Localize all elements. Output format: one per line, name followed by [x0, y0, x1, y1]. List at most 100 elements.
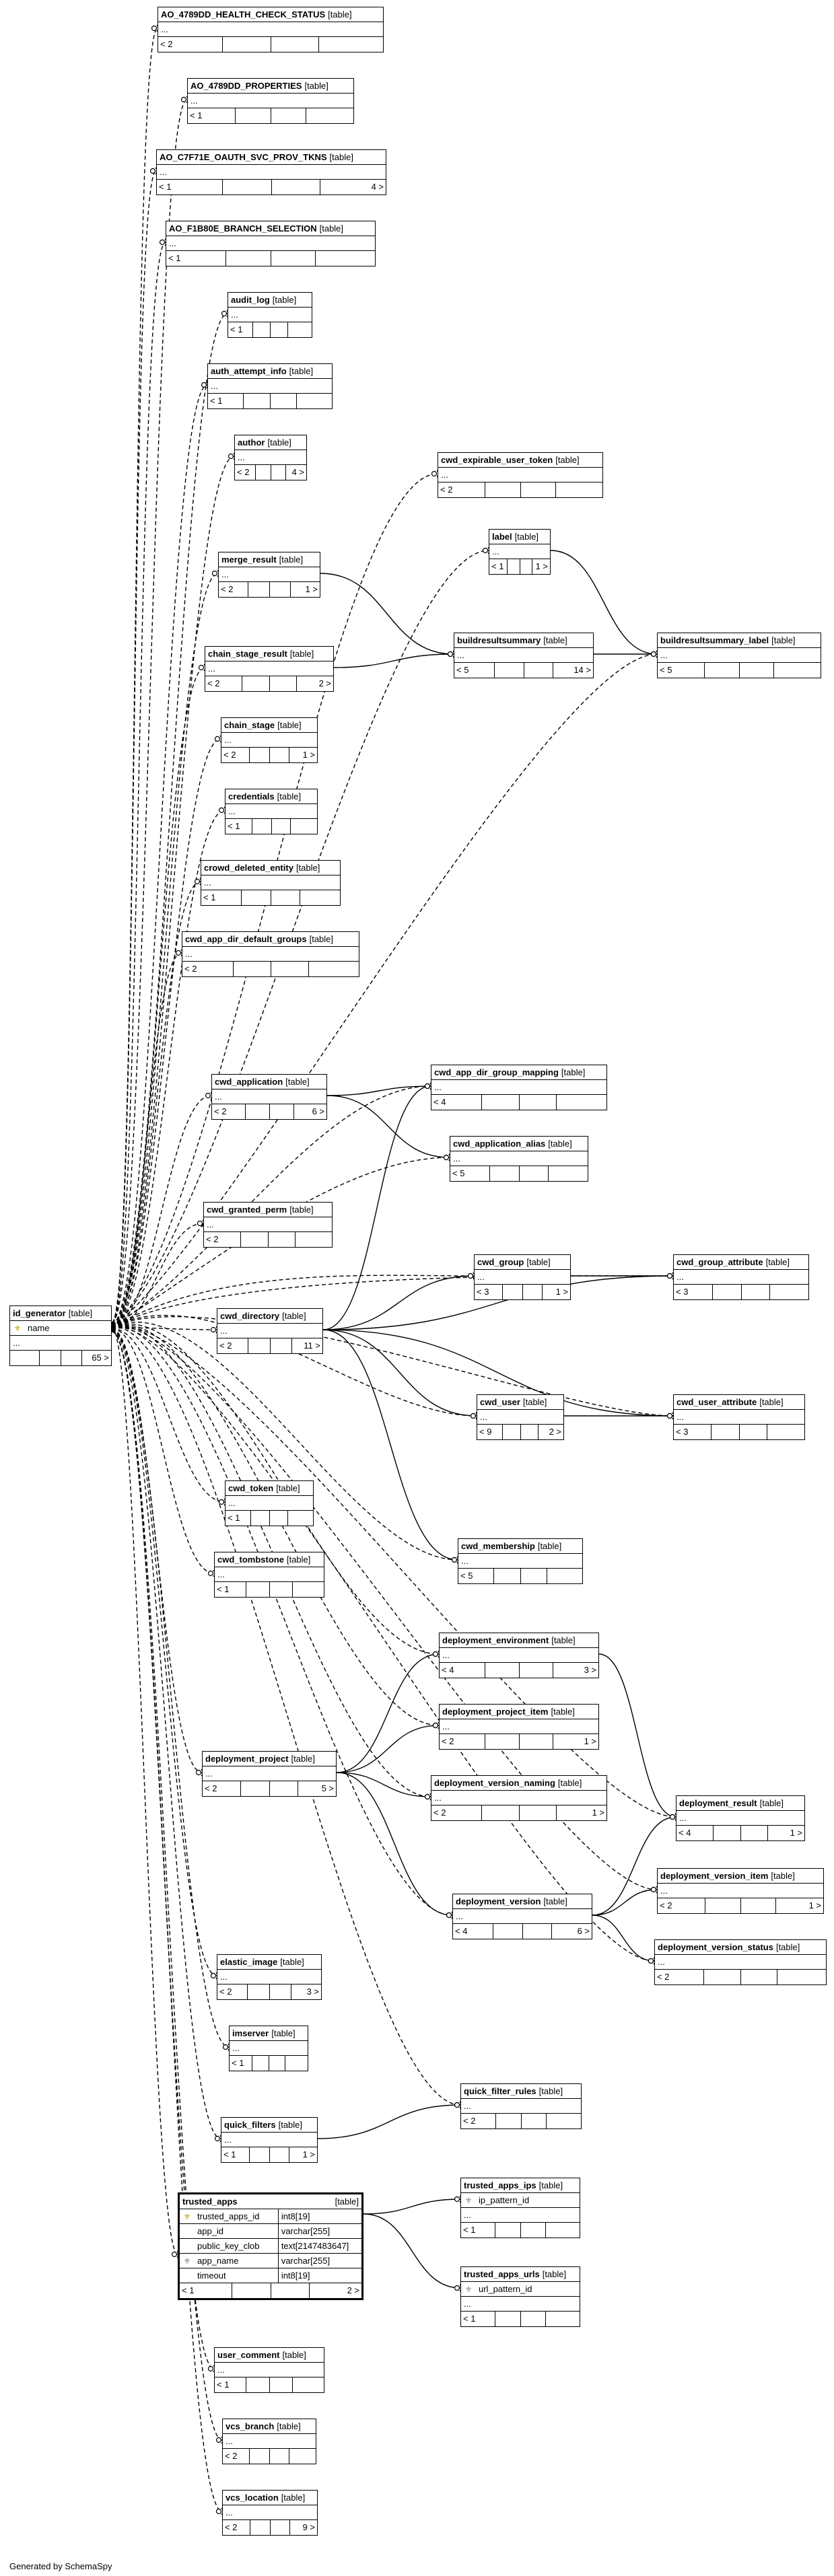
relationship-edge	[111, 1328, 203, 1773]
crowfoot-marker	[443, 1154, 450, 1161]
column-row[interactable]: public_key_clob text[2147483647]	[180, 2239, 361, 2254]
table-cwd-app-alias[interactable]: cwd_application_alias[table]...< 5	[450, 1136, 588, 1182]
table-footer: < 2	[461, 2114, 581, 2128]
ellipsis: ...	[161, 24, 168, 34]
crowfoot-marker	[221, 310, 228, 317]
parents-count: < 3	[674, 1425, 712, 1439]
table-qf-rules[interactable]: quick_filter_rules[table]...< 2	[460, 2083, 582, 2129]
table-ao-branch[interactable]: AO_F1B80E_BRANCH_SELECTION[table]...< 1	[166, 221, 376, 266]
table-cwd-app-dir-def[interactable]: cwd_app_dir_default_groups[table]...< 2	[182, 931, 359, 977]
crowfoot-marker	[454, 2102, 460, 2108]
ellipsis-row: ...	[655, 1955, 826, 1970]
table-cwd-tombstone[interactable]: cwd_tombstone[table]...< 1	[214, 1552, 324, 1598]
table-cwd-granted[interactable]: cwd_granted_perm[table]...< 2	[203, 1202, 333, 1248]
column-row[interactable]: ⚜name	[10, 1321, 111, 1336]
table-name: chain_stage	[224, 720, 275, 730]
ellipsis-row: ...	[235, 450, 306, 465]
table-dep-ver-status[interactable]: deployment_version_status[table]...< 2	[654, 1939, 827, 1985]
relationship-edge	[111, 1275, 475, 1328]
column-type: text[2147483647]	[277, 2239, 361, 2253]
crowfoot-marker	[432, 1722, 439, 1729]
crowfoot-marker	[451, 1557, 458, 1563]
table-type: [table]	[285, 1077, 310, 1087]
table-credentials[interactable]: credentials[table]...< 1	[225, 789, 318, 834]
table-name: deployment_project	[205, 1754, 289, 1764]
table-name: cwd_directory	[220, 1311, 280, 1321]
table-audit-log[interactable]: audit_log[table]...< 1	[228, 292, 312, 338]
table-cwd-exp-tok[interactable]: cwd_expirable_user_token[table]...< 2	[438, 452, 603, 498]
table-ao-oauth[interactable]: AO_C7F71E_OAUTH_SVC_PROV_TKNS[table]...<…	[156, 149, 386, 195]
children-count	[293, 1582, 324, 1597]
parents-count	[10, 1351, 40, 1365]
table-name: author	[238, 437, 265, 448]
table-vcs-branch[interactable]: vcs_branch[table]...< 2	[222, 2419, 316, 2464]
parents-count: < 4	[440, 1663, 486, 1678]
table-cwd-user-attr[interactable]: cwd_user_attribute[table]...< 3	[673, 1394, 805, 1440]
table-id-generator[interactable]: id_generator[table] ⚜name ... 65 >	[9, 1305, 112, 1366]
table-type: [table]	[514, 532, 539, 542]
table-name: cwd_expirable_user_token	[441, 455, 553, 465]
table-footer: < 5	[450, 1166, 588, 1181]
column-name: public_key_clob	[197, 2241, 260, 2251]
table-type: [table]	[555, 455, 580, 465]
table-crowd-del[interactable]: crowd_deleted_entity[table]...< 1	[201, 860, 341, 906]
table-trusted-apps-ips[interactable]: trusted_apps_ips[table] ⚜ip_pattern_id .…	[460, 2178, 580, 2238]
children-count: 1 >	[305, 584, 318, 594]
parents-count: < 1	[180, 2283, 232, 2298]
table-auth-attempt[interactable]: auth_attempt_info[table]...< 1	[207, 363, 333, 409]
table-footer: < 2	[223, 2449, 316, 2464]
relationship-edge	[111, 1325, 676, 1818]
relationship-edge-solid	[336, 1772, 431, 1797]
ellipsis: ...	[456, 1911, 463, 1921]
table-cwd-membership[interactable]: cwd_membership[table]...< 5	[458, 1538, 583, 1584]
children-count: 2 >	[318, 678, 331, 688]
column-row[interactable]: ⚜ip_pattern_id	[461, 2193, 580, 2208]
children-count: 14 >	[574, 665, 591, 675]
children-count	[547, 1569, 582, 1583]
relationship-edge-solid	[363, 2213, 461, 2289]
table-brs-label[interactable]: buildresultsummary_label[table]...< 5	[657, 633, 821, 678]
parents-count: < 2	[221, 748, 250, 762]
children-count	[296, 1232, 332, 1247]
table-name: vcs_location	[225, 2493, 279, 2503]
table-imserver[interactable]: imserver[table]...< 1	[229, 2026, 308, 2071]
table-trusted-apps-urls[interactable]: trusted_apps_urls[table] ⚜url_pattern_id…	[460, 2266, 580, 2327]
column-row[interactable]: ⚜url_pattern_id	[461, 2282, 580, 2297]
table-cwd-token[interactable]: cwd_token[table]...< 1	[225, 1480, 314, 1526]
table-cwd-app-dir-map[interactable]: cwd_app_dir_group_mapping[table]...< 4	[431, 1065, 607, 1110]
column-name: ip_pattern_id	[479, 2195, 530, 2205]
table-user-comment[interactable]: user_comment[table]...< 1	[214, 2347, 324, 2393]
parents-count: < 2	[212, 1104, 246, 1119]
table-ao-props[interactable]: AO_4789DD_PROPERTIES[table]...< 1	[187, 78, 354, 124]
table-cwd-group-attr[interactable]: cwd_group_attribute[table]...< 3	[673, 1254, 809, 1300]
table-name: deployment_version_naming	[434, 1778, 555, 1788]
table-ao-health[interactable]: AO_4789DD_HEALTH_CHECK_STATUS[table]...<…	[158, 7, 384, 52]
column-name: timeout	[197, 2270, 226, 2281]
